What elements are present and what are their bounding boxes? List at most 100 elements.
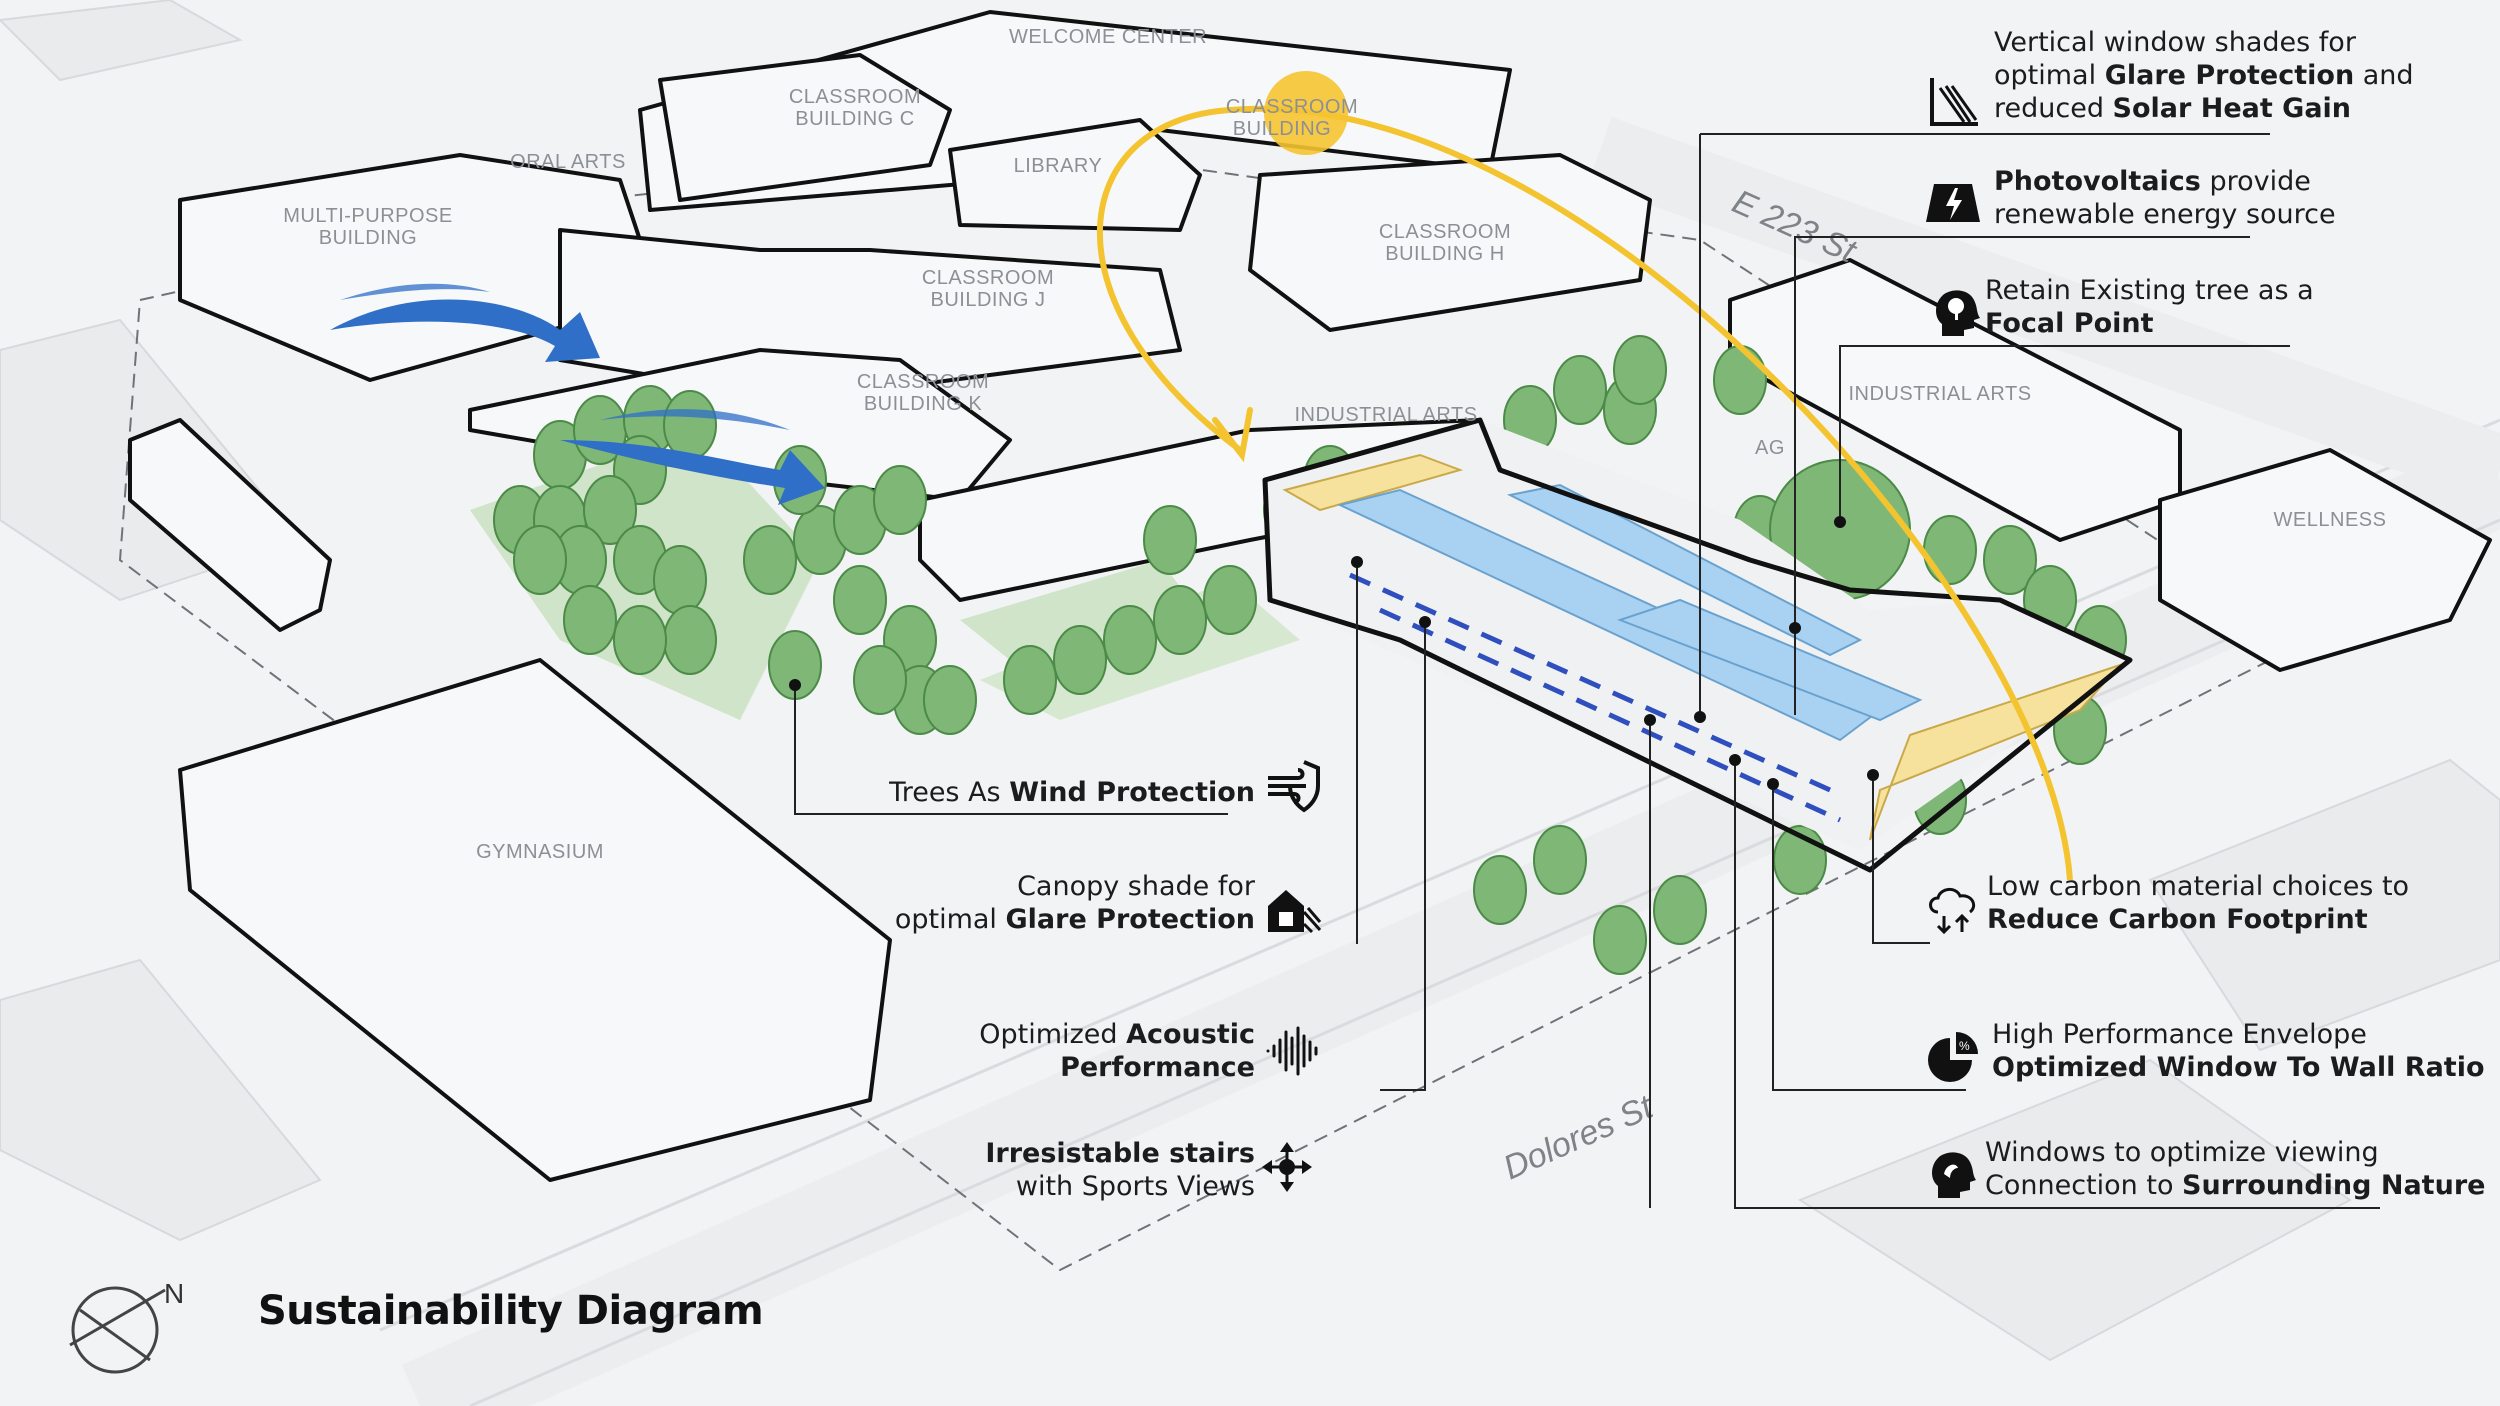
classroom-c-building: [658, 53, 952, 202]
label-library: LIBRARY: [1014, 155, 1103, 177]
callout-text: Trees As: [889, 777, 1010, 808]
callout-acoustic: Optimized Acoustic Performance: [600, 1018, 1255, 1084]
tree: [1143, 505, 1197, 575]
sun-path-arc: [1096, 105, 2073, 881]
label-welcome-center: WELCOME CENTER: [1009, 26, 1207, 48]
callout-text: High Performance Envelope: [1992, 1019, 2367, 1050]
callout-text: renewable energy source: [1994, 199, 2336, 230]
leader-lines: [794, 133, 2380, 1209]
tree: [613, 605, 667, 675]
canopy-house-icon: [1268, 890, 1322, 934]
wind-shield-icon: [1268, 760, 1320, 813]
callout-carbon: Low carbon material choices to Reduce Ca…: [1987, 870, 2409, 936]
callout-emphasis: Acoustic: [1126, 1019, 1255, 1050]
tree: [923, 665, 977, 735]
callout-text: Optimized: [979, 1019, 1127, 1050]
tree: [513, 525, 567, 595]
label-classroom-k-2: BUILDING K: [864, 393, 983, 415]
callout-text: Vertical window shades for: [1994, 27, 2356, 58]
sound-wave-icon: [1266, 1026, 1318, 1076]
tree: [1533, 825, 1587, 895]
callout-text: Retain Existing tree as a: [1985, 275, 2314, 306]
label-classroom-top-2: BUILDING: [1233, 118, 1331, 140]
tree: [583, 475, 637, 545]
label-classroom-j-1: CLASSROOM: [922, 267, 1054, 289]
tree: [1713, 345, 1767, 415]
tree-head-icon: [1936, 290, 1980, 336]
label-classroom-c-1: CLASSROOM: [789, 86, 921, 108]
callout-photovoltaics: Photovoltaics provide renewable energy s…: [1994, 165, 2336, 231]
label-industrial-arts-a: INDUSTRIAL ARTS: [1294, 404, 1477, 426]
callout-nature: Windows to optimize viewing Connection t…: [1985, 1136, 2485, 1202]
callout-emphasis: Photovoltaics: [1994, 166, 2201, 197]
classroom-h-building: [1248, 153, 1652, 332]
callout-emphasis: Surrounding Nature: [2182, 1170, 2486, 1201]
leader-dots: [789, 516, 1879, 790]
callout-text: Low carbon material choices to: [1987, 871, 2410, 902]
wellness-building: [2158, 448, 2492, 672]
label-ag: AG: [1755, 437, 1785, 459]
callout-text: Canopy shade for: [1017, 871, 1255, 902]
tree: [743, 525, 797, 595]
callout-emphasis: Performance: [1060, 1052, 1255, 1083]
label-classroom-top-1: CLASSROOM: [1226, 96, 1358, 118]
callout-text: optimal: [894, 904, 1006, 935]
label-multi-purpose-1: MULTI-PURPOSE: [283, 205, 452, 227]
tree: [1983, 525, 2037, 595]
north-label: N: [164, 1278, 185, 1309]
tree: [563, 585, 617, 655]
label-classroom-c-2: BUILDING C: [795, 108, 914, 130]
callout-emphasis: Glare Protection: [1005, 904, 1255, 935]
tree: [1003, 645, 1057, 715]
label-wellness: WELLNESS: [2274, 509, 2387, 531]
tree: [1923, 515, 1977, 585]
gymnasium-building: [178, 658, 892, 1182]
callout-emphasis: Optimized Window To Wall Ratio: [1992, 1052, 2485, 1083]
tree: [1103, 605, 1157, 675]
callout-emphasis: Wind Protection: [1009, 777, 1255, 808]
window-shade-icon: [1930, 78, 1978, 126]
callout-text: provide: [2200, 166, 2311, 197]
callout-stairs: Irresistable stairs with Sports Views: [600, 1137, 1255, 1203]
callout-wind-protection: Trees As Wind Protection: [700, 776, 1255, 809]
callout-text: Connection to: [1985, 1170, 2183, 1201]
callout-emphasis: Solar Heat Gain: [2112, 93, 2352, 124]
campus-buildings: [128, 10, 2492, 1182]
label-industrial-arts-b: INDUSTRIAL ARTS: [1848, 383, 2031, 405]
tree: [663, 390, 717, 460]
label-multi-purpose-2: BUILDING: [319, 227, 417, 249]
diagram-title: Sustainability Diagram: [258, 1288, 764, 1334]
tree: [653, 545, 707, 615]
label-classroom-j-2: BUILDING J: [930, 289, 1045, 311]
callout-envelope: High Performance Envelope Optimized Wind…: [1992, 1018, 2485, 1084]
callout-text: Windows to optimize viewing: [1985, 1137, 2379, 1168]
wind-arrows: [330, 283, 825, 505]
callout-emphasis: Focal Point: [1985, 308, 2154, 339]
classroom-k-building: [468, 348, 1012, 502]
callout-window-shades: Vertical window shades for optimal Glare…: [1994, 26, 2414, 125]
cloud-recycle-icon: [1929, 888, 1976, 935]
small-building: [128, 418, 332, 632]
tree: [833, 565, 887, 635]
svg-text:%: %: [1959, 1039, 1970, 1053]
window-strips: [1348, 572, 1842, 823]
tree: [853, 645, 907, 715]
north-arrow: [69, 1286, 166, 1374]
tree: [873, 465, 927, 535]
callout-text: with Sports Views: [1015, 1171, 1255, 1202]
tree: [1553, 355, 1607, 425]
tree: [1653, 875, 1707, 945]
sun-icon: [1264, 71, 1348, 155]
label-gymnasium: GYMNASIUM: [476, 841, 604, 863]
label-classroom-h-1: CLASSROOM: [1379, 221, 1511, 243]
proposed-building: [1262, 417, 2133, 873]
callout-emphasis: Irresistable stairs: [985, 1138, 1255, 1169]
label-street-dolores: Dolores St: [1498, 1087, 1660, 1187]
tree: [663, 605, 717, 675]
callout-text: optimal: [1994, 60, 2105, 91]
callout-text: and: [2354, 60, 2414, 91]
callout-emphasis: Glare Protection: [2104, 60, 2355, 91]
solar-panel-icon: [1926, 184, 1980, 222]
callout-canopy-shade: Canopy shade for optimal Glare Protectio…: [600, 870, 1255, 936]
